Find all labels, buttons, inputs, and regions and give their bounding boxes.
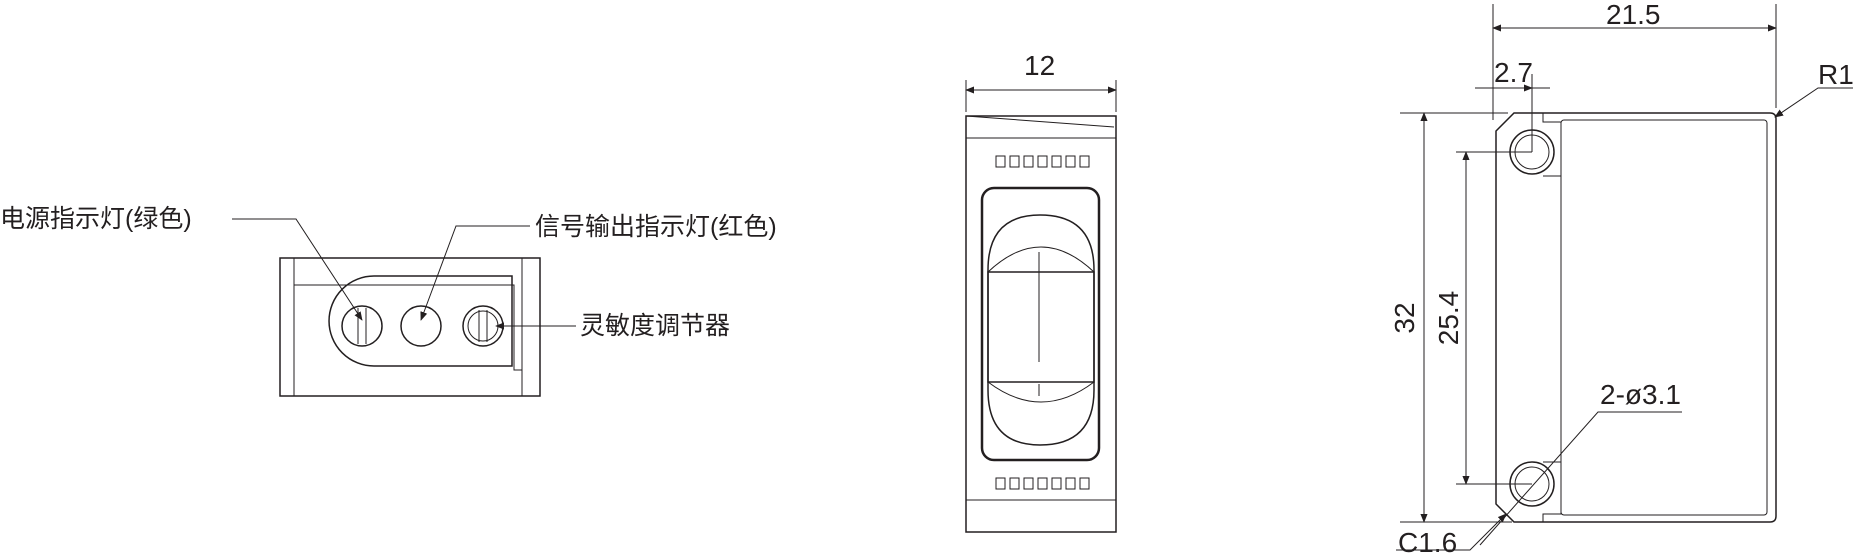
chamfer-dim: C1.6 — [1398, 527, 1457, 555]
sensitivity-label: 灵敏度调节器 — [580, 312, 730, 340]
back-view: 21.5 2.7 R1 32 25.4 2-ø3.1 C1.6 — [1389, 0, 1853, 555]
indicator-plate — [328, 275, 513, 367]
side-view-top-band — [965, 115, 1115, 128]
side-width-dim: 12 — [1024, 50, 1055, 81]
chamfer-leader — [1396, 513, 1507, 551]
lens-window-frame — [980, 186, 1101, 462]
back-view-body — [1495, 112, 1777, 523]
front-view-step — [294, 284, 522, 371]
hole-dimension-leader — [1479, 411, 1682, 546]
back-width-dim: 21.5 — [1606, 0, 1661, 30]
hole-spacing-dim: 25.4 — [1433, 291, 1464, 346]
power-led-leader — [232, 218, 363, 321]
corner-radius-leader — [1774, 87, 1853, 118]
top-vent-slots — [995, 155, 1090, 168]
back-view-recess — [1560, 119, 1768, 516]
bottom-vent-slots — [995, 477, 1090, 490]
lens-center — [987, 271, 1095, 383]
signal-led-leader — [420, 225, 530, 321]
lens-upper-arc — [987, 246, 1095, 273]
hole-dim: 2-ø3.1 — [1600, 379, 1681, 410]
corner-radius-dim: R1 — [1818, 59, 1853, 90]
front-view: 电源指示灯(绿色) 信号输出指示灯(红色) 灵敏度调节器 — [0, 205, 777, 397]
lens-lower-arc — [987, 381, 1095, 403]
lens-outline — [987, 214, 1095, 446]
hole-offset-dim: 2.7 — [1494, 57, 1533, 88]
back-height-dim: 32 — [1389, 302, 1420, 333]
front-view-body — [279, 257, 541, 397]
power-led — [341, 305, 383, 347]
side-view: 12 — [965, 50, 1117, 533]
signal-led-label: 信号输出指示灯(红色) — [535, 213, 777, 241]
back-view-inner — [1542, 113, 1562, 522]
power-led-label: 电源指示灯(绿色) — [0, 205, 192, 233]
signal-led — [400, 305, 442, 347]
